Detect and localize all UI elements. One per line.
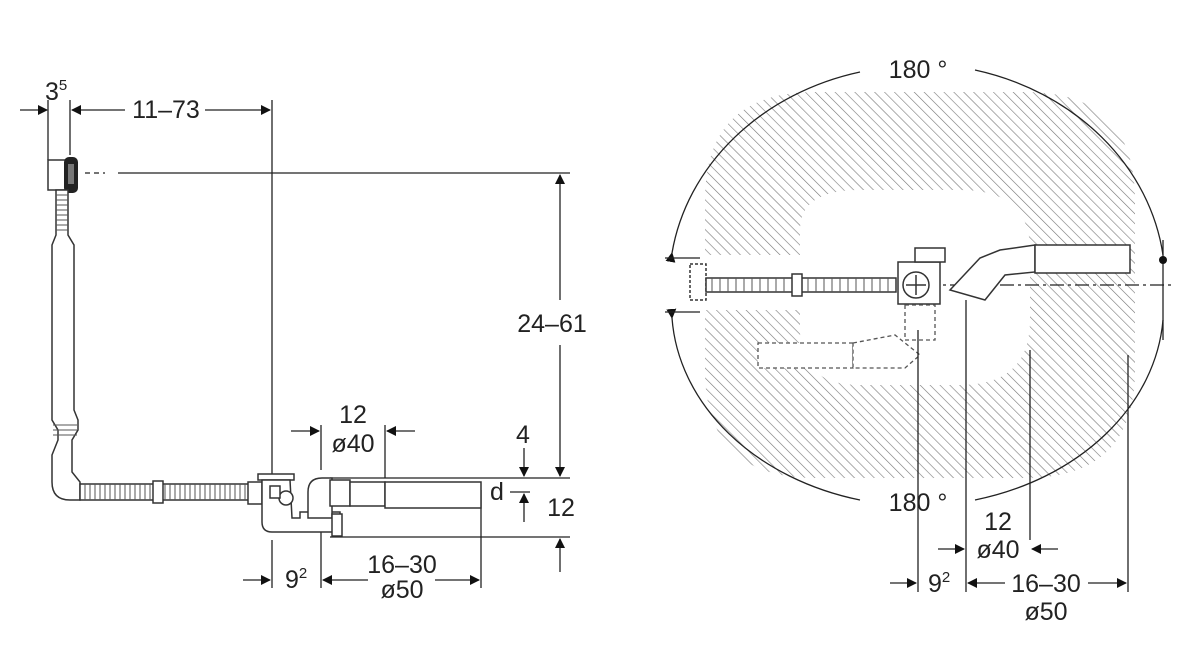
dim-outlet-diameter: ø50 [380, 576, 423, 604]
rotation-bottom-label: 180 ° [889, 489, 948, 517]
dim-height: 12 [547, 494, 575, 522]
label-d: d [490, 478, 504, 506]
dim-outlet-range: 16–30 [1011, 570, 1081, 598]
overflow-hose [79, 480, 263, 505]
waste-trap [257, 473, 482, 537]
dim-vertical-range: 24–61 [517, 310, 587, 338]
overflow-head [47, 157, 78, 193]
dim-overflow-width: 12 [339, 401, 367, 429]
dim-outlet-range: 16–30 [367, 551, 437, 579]
dim-overflow-diameter: ø40 [331, 430, 374, 458]
dim-top-gap: 4 [516, 421, 530, 449]
side-view: 35 11–73 24–61 12 ø40 4 d 12 92 16–30 ø5… [20, 77, 587, 604]
overflow-pipe [51, 189, 81, 501]
top-view-pipes [689, 244, 1131, 369]
top-view: 180 ° 180 ° 12 ø40 92 16–30 ø50 [665, 56, 1175, 626]
rotation-top-label: 180 ° [889, 56, 948, 84]
dim-drain-offset: 92 [285, 565, 307, 594]
dim-overflow-diameter: ø40 [976, 536, 1019, 564]
dim-overflow-width: 12 [984, 508, 1012, 536]
hatched-area [705, 92, 1135, 478]
dim-horizontal-range: 11–73 [132, 96, 200, 124]
dim-drain-offset: 92 [928, 569, 950, 598]
dim-outlet-diameter: ø50 [1024, 598, 1067, 626]
center-point [1159, 256, 1167, 264]
dim-offset-label: 35 [45, 77, 67, 106]
